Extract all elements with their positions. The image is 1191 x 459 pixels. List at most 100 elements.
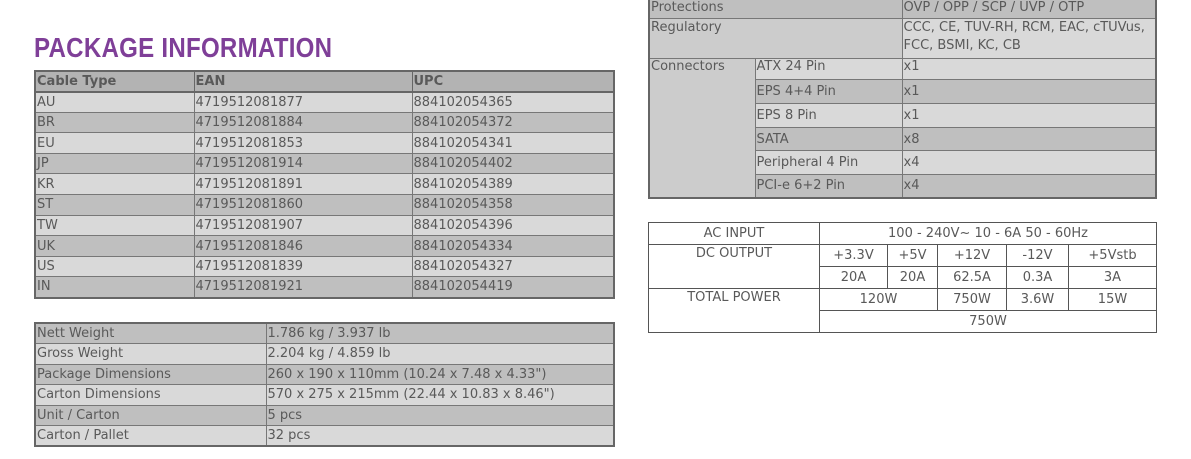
regulatory-label: Regulatory <box>648 18 903 59</box>
ean-cell: 4719512081853 <box>193 132 413 154</box>
cable-type-cell: ST <box>34 194 195 216</box>
ean-cell: 4719512081914 <box>193 152 413 175</box>
table-row: Nett Weight 1.786 kg / 3.937 lb <box>34 322 615 344</box>
table-row: Gross Weight 2.204 kg / 4.859 lb <box>34 343 615 365</box>
table-row: KR 4719512081891 884102054389 <box>34 173 615 196</box>
upc-cell: 884102054341 <box>411 132 615 154</box>
table-row: IN 4719512081921 884102054419 <box>34 276 615 299</box>
upc-cell: 884102054327 <box>411 255 615 278</box>
table-row: Package Dimensions 260 x 190 x 110mm (10… <box>34 363 615 385</box>
dc-output-label: DC OUTPUT <box>648 244 820 289</box>
cable-type-cell: EU <box>34 132 195 154</box>
table-row: ST 4719512081860 884102054358 <box>34 194 615 216</box>
rail-current: 3A <box>1068 266 1157 289</box>
combined-3v3-5v-watts: 120W <box>819 288 938 311</box>
rail-voltage: +3.3V <box>819 244 888 267</box>
ean-cell: 4719512081884 <box>193 111 413 134</box>
table-row: BR 4719512081884 884102054372 <box>34 111 615 134</box>
cable-type-cell: TW <box>34 214 195 237</box>
total-power-label: TOTAL POWER <box>648 288 820 333</box>
page-title: PACKAGE INFORMATION <box>34 32 333 63</box>
connectors-label: Connectors <box>648 58 756 198</box>
cable-type-cell: JP <box>34 152 195 175</box>
table-row: AC INPUT 100 - 240V~ 10 - 6A 50 - 60Hz <box>648 222 1157 245</box>
connector-count: x1 <box>901 58 1157 80</box>
rail-12v-watts: 750W <box>937 288 1007 311</box>
rail-voltage: -12V <box>1006 244 1069 267</box>
table-row: PCI-e 6+2 Pin x4 <box>649 174 1157 198</box>
column-header: EAN <box>193 70 413 93</box>
cable-type-cell: IN <box>34 276 195 299</box>
upc-cell: 884102054365 <box>411 91 615 113</box>
upc-cell: 884102054372 <box>411 111 615 134</box>
cable-type-cell: US <box>34 255 195 278</box>
upc-cell: 884102054396 <box>411 214 615 237</box>
table-row: EU 4719512081853 884102054341 <box>34 132 615 154</box>
table-row: Carton Dimensions 570 x 275 x 215mm (22.… <box>34 384 615 406</box>
table-row: JP 4719512081914 884102054402 <box>34 152 615 175</box>
ean-cell: 4719512081877 <box>193 91 413 113</box>
ean-cell: 4719512081921 <box>193 276 413 299</box>
connector-name: PCI-e 6+2 Pin <box>754 174 903 198</box>
package-table: Cable Type EAN UPC AU 4719512081877 8841… <box>34 70 615 299</box>
weight-dimensions-table: Nett Weight 1.786 kg / 3.937 lb Gross We… <box>34 322 615 447</box>
ean-cell: 4719512081839 <box>193 255 413 278</box>
regulatory-value: CCC, CE, TUV-RH, RCM, EAC, cTUVus, FCC, … <box>901 18 1157 59</box>
ean-cell: 4719512081907 <box>193 214 413 237</box>
spec-label: Package Dimensions <box>34 363 267 385</box>
table-row: SATA x8 <box>649 127 1157 151</box>
spec-label: Gross Weight <box>34 343 267 365</box>
rail-voltage: +12V <box>937 244 1007 267</box>
table-row: Protections OVP / OPP / SCP / UVP / OTP <box>648 0 1157 19</box>
upc-cell: 884102054358 <box>411 194 615 216</box>
table-row: AU 4719512081877 884102054365 <box>34 91 615 113</box>
spec-value: 260 x 190 x 110mm (10.24 x 7.48 x 4.33") <box>265 363 615 385</box>
cable-type-cell: KR <box>34 173 195 196</box>
connector-count: x1 <box>901 103 1157 128</box>
ac-input-value: 100 - 240V~ 10 - 6A 50 - 60Hz <box>819 222 1157 245</box>
rail-current: 0.3A <box>1006 266 1069 289</box>
table-row: 20A 20A 62.5A 0.3A 3A <box>649 266 1157 289</box>
connector-name: SATA <box>754 127 903 151</box>
connector-name: ATX 24 Pin <box>754 58 903 80</box>
cable-type-cell: UK <box>34 235 195 257</box>
upc-cell: 884102054334 <box>411 235 615 257</box>
spec-table: Protections OVP / OPP / SCP / UVP / OTP … <box>648 0 1158 199</box>
table-row: US 4719512081839 884102054327 <box>34 255 615 278</box>
connector-count: x1 <box>901 79 1157 104</box>
table-row: EPS 4+4 Pin x1 <box>649 79 1157 104</box>
protections-label: Protections <box>648 0 903 19</box>
table-row: UK 4719512081846 884102054334 <box>34 235 615 257</box>
connector-name: EPS 4+4 Pin <box>754 79 903 104</box>
rail-5vstb-watts: 15W <box>1068 288 1157 311</box>
rail-current: 20A <box>819 266 888 289</box>
table-row: Carton / Pallet 32 pcs <box>34 425 615 447</box>
spec-value: 32 pcs <box>265 425 615 447</box>
rail-voltage: +5V <box>887 244 938 267</box>
spec-label: Nett Weight <box>34 322 267 344</box>
spec-label: Unit / Carton <box>34 404 267 426</box>
upc-cell: 884102054419 <box>411 276 615 299</box>
ean-cell: 4719512081846 <box>193 235 413 257</box>
protections-value: OVP / OPP / SCP / UVP / OTP <box>901 0 1157 19</box>
table-header-row: Cable Type EAN UPC <box>34 70 615 93</box>
cable-type-cell: AU <box>34 91 195 113</box>
upc-cell: 884102054402 <box>411 152 615 175</box>
connector-name: EPS 8 Pin <box>754 103 903 128</box>
table-row: TW 4719512081907 884102054396 <box>34 214 615 237</box>
spec-value: 2.204 kg / 4.859 lb <box>265 343 615 365</box>
connector-count: x4 <box>901 174 1157 198</box>
rail-current: 62.5A <box>937 266 1007 289</box>
table-row: Connectors ATX 24 Pin x1 <box>648 58 1157 198</box>
table-row: DC OUTPUT +3.3V +5V +12V -12V +5Vstb <box>648 244 1157 289</box>
spec-label: Carton Dimensions <box>34 384 267 406</box>
table-row: Unit / Carton 5 pcs <box>34 404 615 426</box>
cable-type-cell: BR <box>34 111 195 134</box>
spec-label: Carton / Pallet <box>34 425 267 447</box>
rail-neg12v-watts: 3.6W <box>1006 288 1069 311</box>
spec-value: 1.786 kg / 3.937 lb <box>265 322 615 344</box>
ean-cell: 4719512081860 <box>193 194 413 216</box>
ac-input-label: AC INPUT <box>648 222 820 245</box>
total-power-value: 750W <box>819 310 1157 333</box>
connector-count: x8 <box>901 127 1157 151</box>
